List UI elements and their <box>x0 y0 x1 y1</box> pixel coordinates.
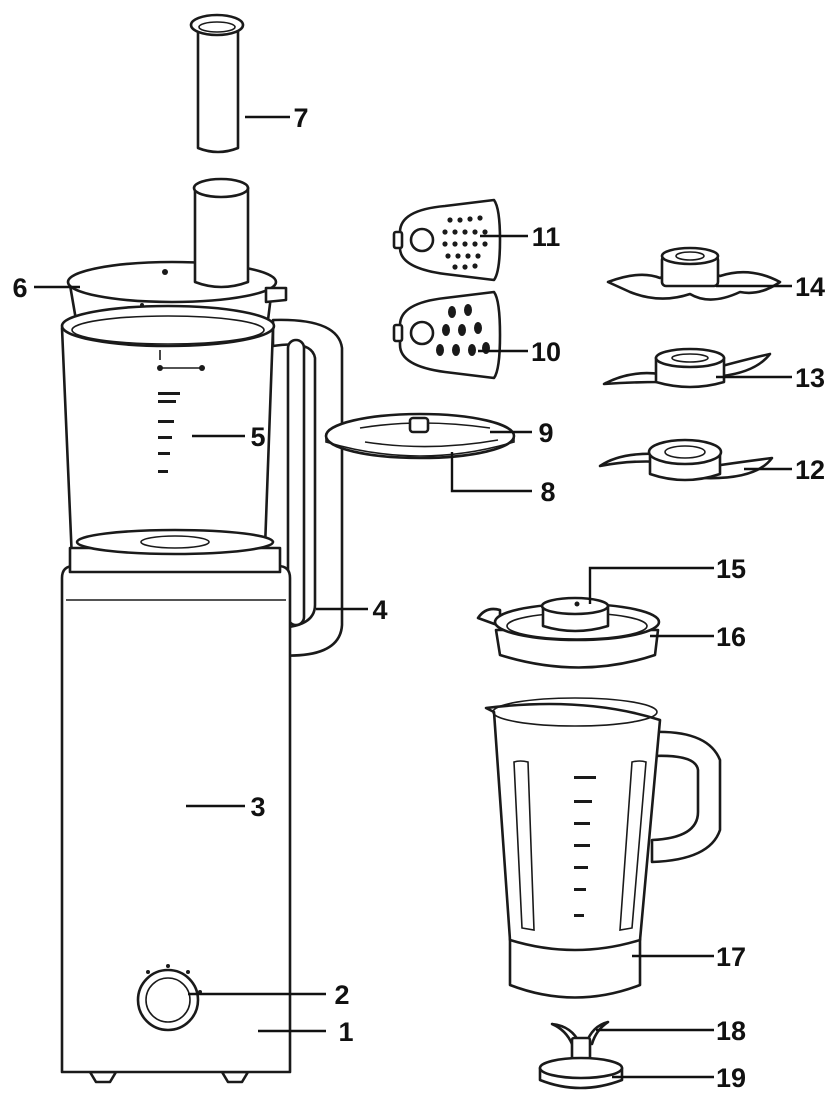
callout-5: 5 <box>250 422 265 452</box>
leader-lines <box>34 115 792 1079</box>
coarse-grating-insert <box>392 290 502 380</box>
motor-base <box>60 528 292 1084</box>
blender-jug <box>484 697 722 999</box>
callout-4: 4 <box>372 595 387 625</box>
callout-10: 10 <box>531 337 561 367</box>
speed-control-knob <box>136 964 202 1032</box>
jug-measure-marks <box>574 776 596 917</box>
food-pusher <box>189 13 245 154</box>
callout-labels: 1 2 3 4 5 6 7 8 9 10 11 12 13 14 15 16 1… <box>12 103 825 1093</box>
callout-6: 6 <box>12 273 27 303</box>
callout-1: 1 <box>338 1017 353 1047</box>
callout-9: 9 <box>538 418 553 448</box>
callout-15: 15 <box>716 554 746 584</box>
callout-7: 7 <box>293 103 308 133</box>
measuring-cap <box>540 596 610 633</box>
callout-14: 14 <box>795 272 825 302</box>
bowl-measure-marks <box>158 392 180 473</box>
emulsifying-disc <box>606 246 782 301</box>
callout-12: 12 <box>795 455 825 485</box>
callout-17: 17 <box>716 942 746 972</box>
callout-19: 19 <box>716 1063 746 1093</box>
callout-2: 2 <box>334 980 349 1010</box>
kneading-blade <box>602 347 772 389</box>
callout-16: 16 <box>716 622 746 652</box>
callout-18: 18 <box>716 1016 746 1046</box>
callout-13: 13 <box>795 363 825 393</box>
blade-base-ring <box>538 1056 624 1090</box>
slicing-disc <box>324 412 516 460</box>
chopping-blade <box>598 438 774 482</box>
callout-8: 8 <box>540 477 555 507</box>
fine-grating-insert <box>392 198 502 282</box>
callout-11: 11 <box>532 222 561 252</box>
callout-3: 3 <box>250 792 265 822</box>
